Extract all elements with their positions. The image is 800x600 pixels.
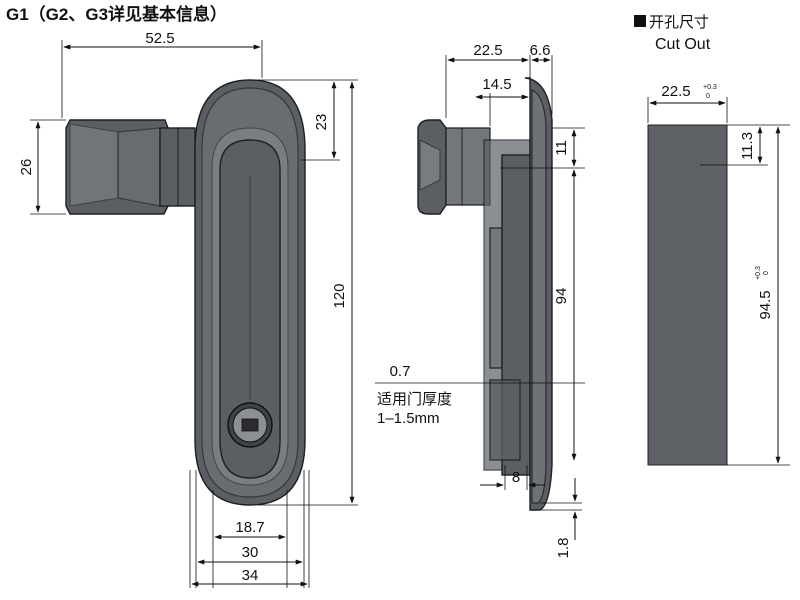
cutout-height-tol-upper: +0.3 xyxy=(755,266,762,280)
door-note-label: 适用门厚度 xyxy=(377,391,452,408)
dim-handle-height: 26 xyxy=(18,159,35,176)
side-handle xyxy=(417,119,491,215)
dim-side-height: 94 xyxy=(553,288,570,305)
cutout-title-cn: 开孔尺寸 xyxy=(649,14,709,31)
key-cylinder xyxy=(227,402,273,448)
cutout-rect xyxy=(647,124,728,466)
dim-side-depth: 22.5 xyxy=(473,42,502,59)
dim-handle-depth: 14.5 xyxy=(482,76,511,93)
cutout-offset-value: 11.3 xyxy=(739,132,756,160)
dim-bottom: 1.8 xyxy=(555,538,572,559)
handle-lever xyxy=(65,119,196,215)
dim-overall-width: 52.5 xyxy=(145,30,174,47)
dim-top-gap: 11 xyxy=(553,140,570,156)
cutout-width-tol-lower: 0 xyxy=(706,93,710,100)
lock-body xyxy=(194,79,306,506)
model-title: G1（G2、G3详见基本信息） xyxy=(6,4,227,24)
side-view: 22.5 6.6 14.5 11 94 0.7 适用门厚度 1–1.5mm 8 … xyxy=(375,42,585,558)
cutout-height-value: 94.5 xyxy=(757,290,774,319)
cutout-width-value: 22.5 xyxy=(661,83,690,100)
dim-bottom-outer: 34 xyxy=(242,567,259,584)
dim-total-height: 120 xyxy=(331,283,348,308)
cutout-view: 开孔尺寸 Cut Out 22.5 +0.3 0 11.3 94.5 +0.3 … xyxy=(634,14,790,466)
cutout-width-tol-upper: +0.3 xyxy=(703,84,717,91)
dim-bottom-inner: 18.7 xyxy=(235,519,264,536)
dim-bottom-mid: 30 xyxy=(242,544,259,561)
dim-top-offset: 23 xyxy=(313,114,330,131)
cutout-height-tol-lower: 0 xyxy=(763,271,770,275)
cutout-square-icon xyxy=(634,15,646,27)
dim-door-gap: 0.7 xyxy=(390,363,411,380)
dim-latch: 8 xyxy=(512,469,520,486)
cutout-title-en: Cut Out xyxy=(655,36,711,53)
door-note-range: 1–1.5mm xyxy=(377,410,440,427)
dim-side-plate: 6.6 xyxy=(530,42,551,59)
side-plate xyxy=(483,77,553,511)
front-view: 52.5 26 23 120 18.7 30 34 xyxy=(18,30,358,588)
